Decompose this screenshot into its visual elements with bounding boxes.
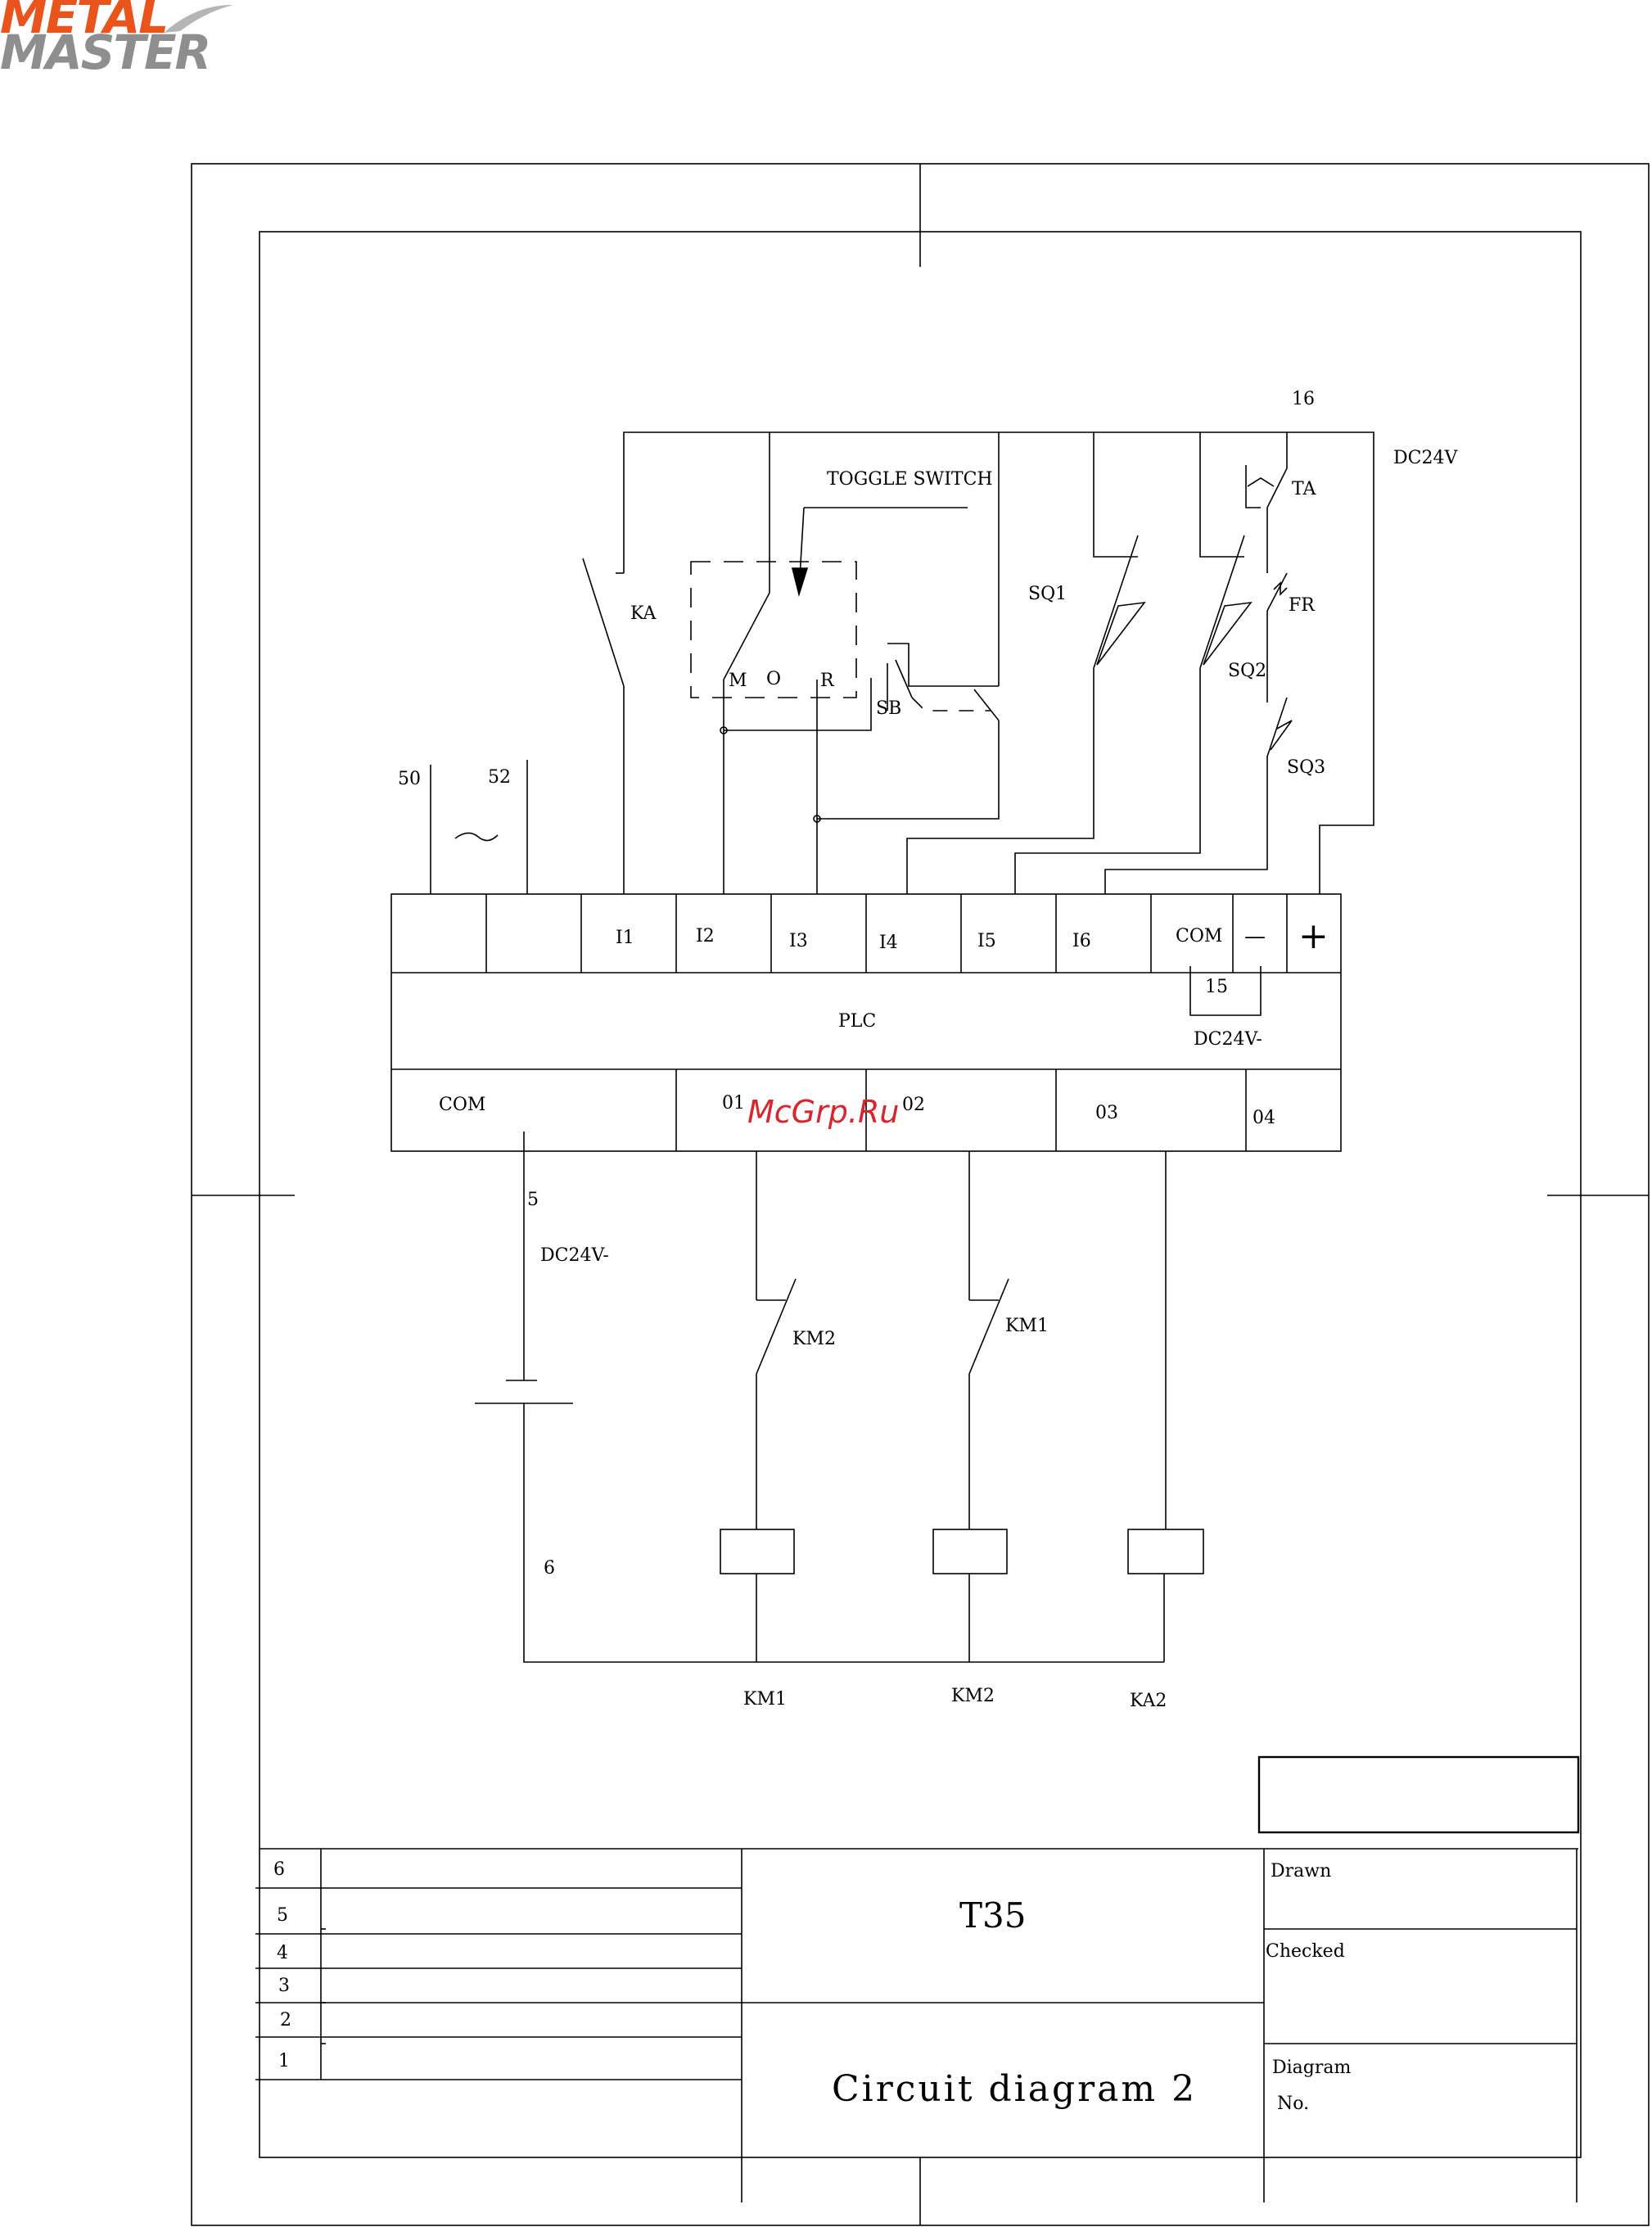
plc-minus-terminal: — bbox=[1244, 924, 1266, 949]
plc-input-com: COM bbox=[1176, 926, 1222, 946]
plc-output-02: 02 bbox=[902, 1095, 925, 1115]
revision-1: 1 bbox=[278, 2051, 290, 2071]
wire-i5 bbox=[1015, 668, 1200, 894]
dc24v-minus-out-label: DC24V- bbox=[540, 1245, 609, 1266]
revision-4: 4 bbox=[277, 1943, 288, 1963]
sq2-contact bbox=[1200, 535, 1244, 668]
sq1-actuator bbox=[1097, 603, 1144, 665]
coil-km2 bbox=[933, 1529, 1007, 1574]
coil-label-km2: KM2 bbox=[951, 1686, 995, 1706]
toggle-pos-o: O bbox=[766, 669, 781, 689]
ta-contact bbox=[1267, 468, 1287, 508]
plc-input-i4: I4 bbox=[879, 933, 898, 953]
coil-label-km1: KM1 bbox=[743, 1689, 787, 1710]
revision-6: 6 bbox=[273, 1859, 285, 1880]
return-bus bbox=[524, 1403, 1164, 1662]
ta-actuator bbox=[1248, 478, 1274, 486]
sq3-contact bbox=[1267, 698, 1287, 757]
watermark-text: McGrp.Ru bbox=[747, 1094, 899, 1130]
drawn-label: Drawn bbox=[1271, 1861, 1331, 1881]
fr-contact bbox=[1267, 573, 1287, 611]
sq2-label: SQ2 bbox=[1228, 661, 1266, 681]
plc-output-04: 04 bbox=[1253, 1108, 1275, 1128]
inner-frame bbox=[260, 232, 1581, 2157]
wire-5: 5 bbox=[527, 1190, 539, 1210]
diagram-no-label-2: No. bbox=[1277, 2094, 1309, 2114]
wire-i3-loop bbox=[817, 720, 999, 819]
plc-input-i3: I3 bbox=[789, 931, 808, 951]
sq1-contact bbox=[1094, 535, 1138, 668]
ka-contact bbox=[583, 558, 624, 686]
sq1-feed bbox=[1094, 432, 1138, 557]
km2-contact bbox=[756, 1279, 796, 1374]
sb-contact bbox=[896, 660, 912, 698]
plc-input-i6: I6 bbox=[1072, 931, 1091, 951]
wire-i6 bbox=[1105, 757, 1267, 894]
revision-2: 2 bbox=[280, 2010, 291, 2030]
toggle-switch-label: TOGGLE SWITCH bbox=[827, 469, 993, 490]
sb-label: SB bbox=[876, 698, 901, 719]
toggle-pos-r: R bbox=[820, 671, 835, 691]
coil-ka2 bbox=[1128, 1529, 1203, 1574]
sq1-label: SQ1 bbox=[1028, 584, 1067, 604]
plc-input-i1: I1 bbox=[616, 928, 634, 948]
toggle-pos-m: M bbox=[729, 671, 747, 691]
plc-output-com: COM bbox=[439, 1095, 485, 1115]
km1-contact bbox=[969, 1279, 1009, 1374]
plc-output-03: 03 bbox=[1095, 1103, 1118, 1123]
checked-label: Checked bbox=[1266, 1941, 1345, 1962]
plc-plus-terminal: + bbox=[1298, 915, 1329, 957]
wire-52: 52 bbox=[488, 767, 511, 788]
dc24v-label: DC24V bbox=[1393, 448, 1458, 468]
coil-label-ka2: KA2 bbox=[1130, 1691, 1167, 1711]
wire-i4 bbox=[907, 668, 1094, 894]
wire-15: 15 bbox=[1205, 977, 1228, 997]
ta-label: TA bbox=[1292, 479, 1316, 499]
model-number: T35 bbox=[959, 1895, 1026, 1936]
title-box bbox=[1259, 1757, 1578, 1832]
km1-contact-label: KM1 bbox=[1005, 1316, 1049, 1336]
diagram-no-label-1: Diagram bbox=[1272, 2058, 1352, 2078]
plc-input-i2: I2 bbox=[696, 926, 715, 946]
ac-symbol bbox=[455, 833, 498, 840]
toggle-blade bbox=[724, 593, 770, 680]
plc-title: PLC bbox=[838, 1011, 876, 1032]
drawing-title: Circuit diagram 2 bbox=[832, 2068, 1197, 2110]
revision-5: 5 bbox=[277, 1905, 288, 1926]
sb-link bbox=[912, 698, 991, 711]
wire-16: 16 bbox=[1292, 389, 1315, 409]
ka-label: KA bbox=[630, 603, 657, 624]
plc-output-01: 01 bbox=[722, 1093, 745, 1114]
sq2-feed bbox=[1200, 432, 1244, 557]
sq3-label: SQ3 bbox=[1287, 757, 1325, 778]
wire-50: 50 bbox=[398, 769, 421, 789]
plc-input-i5: I5 bbox=[977, 931, 996, 951]
revision-3: 3 bbox=[278, 1976, 290, 1996]
sq2-actuator bbox=[1203, 603, 1251, 665]
wire-6: 6 bbox=[544, 1558, 555, 1579]
coil-km1 bbox=[720, 1529, 794, 1574]
toggle-arrow-head bbox=[792, 568, 807, 594]
fr-label: FR bbox=[1289, 595, 1316, 616]
dc24v-minus-plc-label: DC24V- bbox=[1194, 1029, 1262, 1050]
sb-contact-2 bbox=[974, 689, 999, 720]
km2-contact-label: KM2 bbox=[792, 1329, 836, 1349]
fr-thermal bbox=[1274, 583, 1287, 594]
